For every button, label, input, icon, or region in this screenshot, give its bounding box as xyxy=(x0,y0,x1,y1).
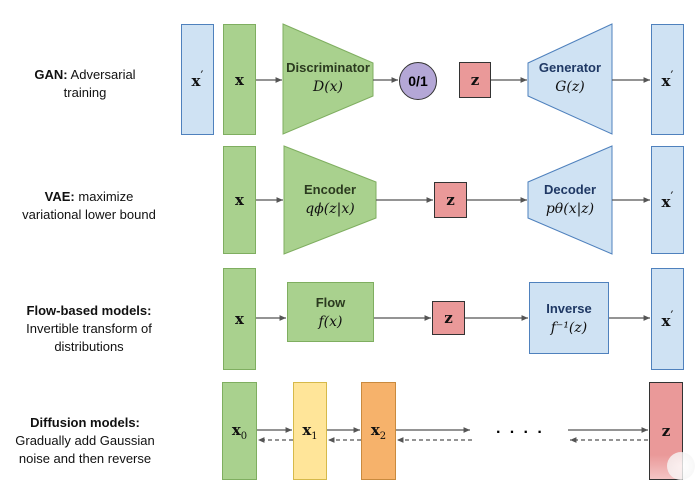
encoder-shape xyxy=(283,145,377,255)
diffusion-x2: x2 xyxy=(361,382,396,480)
inverse-fn: f⁻¹(z) xyxy=(550,319,588,336)
gan-x-prime-out-label: x′ xyxy=(661,69,674,90)
flow-x: x xyxy=(223,268,256,370)
flow-z-label: z xyxy=(444,309,453,327)
discriminator-name: Discriminator xyxy=(286,60,370,75)
diffusion-z: z xyxy=(649,382,683,480)
x0-label: x0 xyxy=(231,420,248,442)
vae-x-prime: x′ xyxy=(651,146,684,254)
diffusion-label: Diffusion models: Gradually add Gaussian… xyxy=(0,414,170,468)
flow-x-label: x xyxy=(235,310,244,328)
x1-label: x1 xyxy=(302,420,318,442)
flow-module: Flow f(x) xyxy=(287,282,374,342)
watermark-logo xyxy=(667,452,695,480)
decoder-text: Decoder pθ(x|z) xyxy=(528,182,612,217)
discriminator-shape xyxy=(282,23,374,135)
gan-x-label: x xyxy=(235,70,244,89)
discriminator-fn: D(x) xyxy=(312,79,344,95)
flow-name: Flow xyxy=(315,294,346,310)
vae-z: z xyxy=(434,182,467,218)
x2-label: x2 xyxy=(370,420,387,442)
gan-x: x xyxy=(223,24,256,135)
flow-x-prime-label: x′ xyxy=(661,308,674,330)
inverse-module: Inverse f⁻¹(z) xyxy=(529,282,609,354)
diffusion-x1: x1 xyxy=(293,382,327,480)
diffusion-title: Diffusion models: xyxy=(30,415,140,430)
vae-title: VAE: xyxy=(44,189,75,204)
inverse-name: Inverse xyxy=(546,300,592,316)
decoder-name: Decoder xyxy=(543,182,597,197)
flow-desc-1: Invertible transform of xyxy=(26,321,152,336)
diffusion-z-label: z xyxy=(661,422,671,440)
gan-x-prime-label: x′ xyxy=(191,69,204,90)
flow-title: Flow-based models: xyxy=(26,303,152,318)
gan-x-prime-output: x′ xyxy=(651,24,684,135)
decoder-fn: pθ(x|z) xyxy=(545,201,595,217)
diffusion-x0: x0 xyxy=(222,382,257,480)
gan-label: GAN: Adversarial training xyxy=(10,66,160,102)
encoder-name: Encoder xyxy=(303,182,356,197)
generator-fn: G(z) xyxy=(555,79,585,95)
vae-label: VAE: maximize variational lower bound xyxy=(4,188,174,224)
encoder-fn: qϕ(z|x) xyxy=(305,201,355,217)
discriminator-text: Discriminator D(x) xyxy=(283,60,373,95)
diffusion-ellipsis: · · · · xyxy=(496,424,545,441)
vae-desc-1: maximize xyxy=(78,189,134,204)
vae-desc-2: variational lower bound xyxy=(22,207,156,222)
diffusion-desc-1: Gradually add Gaussian xyxy=(15,433,155,448)
diffusion-desc-2: noise and then reverse xyxy=(18,451,152,466)
flow-x-prime: x′ xyxy=(651,268,684,370)
flow-z: z xyxy=(432,301,465,335)
discriminator-output: 0/1 xyxy=(399,62,437,100)
gan-desc-1: Adversarial xyxy=(70,67,136,82)
generator-text: Generator G(z) xyxy=(528,60,612,95)
vae-x-prime-label: x′ xyxy=(661,189,674,211)
decoder-shape xyxy=(527,145,613,255)
flow-fn: f(x) xyxy=(318,313,343,330)
vae-z-label: z xyxy=(446,191,455,209)
vae-x-label: x xyxy=(235,191,244,209)
gan-z: z xyxy=(459,62,491,98)
vae-x: x xyxy=(223,146,256,254)
generator-shape xyxy=(527,23,613,135)
generator-name: Generator xyxy=(538,60,602,75)
flow-label: Flow-based models: Invertible transform … xyxy=(4,302,174,356)
gan-title: GAN: xyxy=(34,67,68,82)
gan-desc-2: training xyxy=(63,85,107,100)
gan-z-label: z xyxy=(470,71,480,89)
gan-x-prime-input: x′ xyxy=(181,24,214,135)
flow-desc-2: distributions xyxy=(54,339,124,354)
encoder-text: Encoder qϕ(z|x) xyxy=(284,182,376,217)
